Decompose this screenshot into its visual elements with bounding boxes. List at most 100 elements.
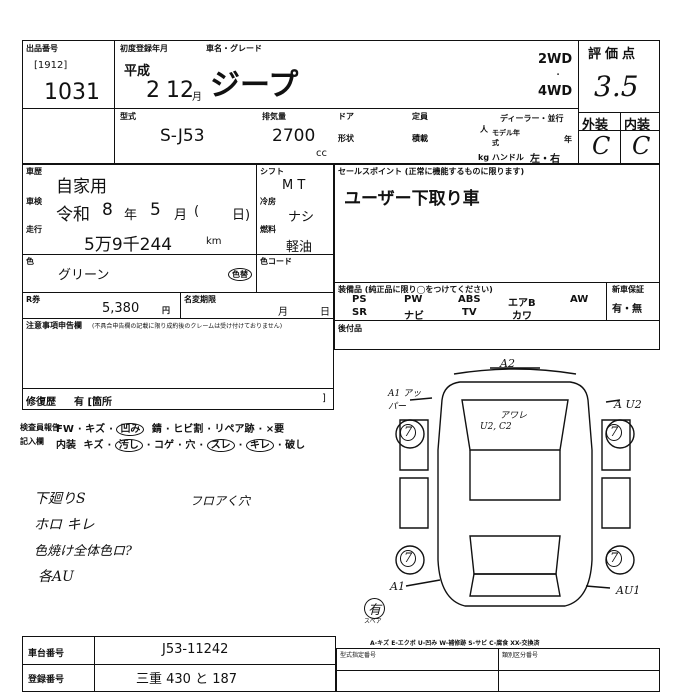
hand-note-1: 下廻りS [34, 491, 86, 507]
recall-label: 名変期限 [184, 295, 216, 304]
lot-number: 1031 [44, 80, 100, 105]
shaken-month: 5 [150, 200, 161, 220]
mileage-value: 5万9千244 [84, 235, 173, 255]
recall-day: 日 [320, 307, 330, 318]
disp-value: 2700 [272, 126, 316, 146]
insp-ext-0: FW [56, 424, 74, 435]
spare-mark: 有 [364, 598, 386, 619]
notes-sub: (不具合申告欄の記載に限り成約後のクレームは受け付けておりません) [92, 323, 283, 330]
class-label: 類別区分番号 [502, 652, 539, 659]
shift-label: シフト [260, 167, 284, 176]
drive-2wd: 2WD [538, 52, 573, 67]
lot-sub: [1912] [34, 60, 68, 71]
hand-note-5: フロアく穴 [190, 494, 251, 508]
insp-int-3: コゲ [154, 440, 175, 451]
shaken-day-open: ( [194, 204, 200, 219]
notes-label: 注意事項申告欄 [26, 321, 82, 330]
name-grade-label: 車名・グレード [206, 44, 262, 53]
int-label: 内装 [624, 118, 651, 133]
shift-value: M T [282, 178, 306, 193]
ext-label: 外装 [582, 118, 609, 133]
insp-ext-1: キズ [85, 424, 106, 435]
equip-label: 装備品 (純正品に限り◯をつけてください) [338, 285, 493, 294]
ext-grade: C [592, 132, 611, 160]
color-change: 色替 [228, 268, 252, 281]
equip-sr: SR [352, 307, 367, 318]
equip-ps: PS [352, 294, 367, 305]
insp-int-4: 穴 [185, 440, 196, 451]
diag-mark-rr: 7 [606, 550, 623, 567]
equip-aw: AW [570, 294, 589, 305]
dealer-label: ディーラー・並行 [500, 114, 564, 123]
shaken-month-char: 月 [174, 208, 188, 223]
recycle-yen: 円 [162, 306, 170, 315]
drive-4wd: 4WD [538, 84, 573, 99]
details-box [22, 164, 334, 410]
equip-navi: ナビ [404, 311, 424, 322]
shaken-era: 令和 [56, 205, 90, 225]
new-warranty-label: 新車保証 [612, 285, 644, 294]
chassis-label: 車台番号 [28, 649, 65, 659]
rear-window [469, 535, 561, 575]
plate-value: 三重 430 と 187 [136, 672, 238, 687]
fuel-value: 軽油 [286, 240, 313, 255]
color-code-label: 色コード [260, 257, 292, 266]
repair-label: 修復歴 [26, 397, 56, 408]
spare-label: スペア [364, 618, 382, 625]
ac-value: ナシ [288, 210, 315, 225]
sales-label: セールスポイント (正常に機能するものに限ります) [338, 167, 525, 176]
shape-label: 形状 [338, 134, 354, 143]
ac-label: 冷房 [260, 197, 276, 206]
diag-mark-fl: 7 [400, 424, 417, 441]
insp-int-1: キズ [83, 440, 104, 451]
recycle-label: R券 [26, 295, 41, 304]
shaken-day-char: 日) [232, 208, 251, 223]
cc-unit: cc [316, 148, 327, 159]
repair-value: 有 [箇所 [74, 397, 113, 408]
equip-airbag: エアB [508, 298, 536, 309]
score-value: 3.5 [594, 70, 639, 103]
car-diagram [395, 367, 635, 607]
insp-int-7: 破し [285, 440, 306, 451]
diag-top-label: A2 [500, 357, 515, 370]
insp-ext-4: ヒビ割 [173, 424, 204, 435]
equip-abs: ABS [458, 294, 481, 305]
car-name: ジープ [210, 68, 299, 103]
insp-int-5: スレ [206, 439, 235, 452]
insp-int-row: 内装 キズ· 汚し· コゲ· 穴· スレ· キレ· 破し [56, 439, 306, 452]
diag-rear-left: A1 [390, 580, 405, 593]
color-label: 色 [26, 257, 34, 266]
right-rear-door [601, 477, 631, 529]
after-label: 後付品 [338, 324, 362, 333]
era: 平成 [124, 64, 151, 79]
left-rear-door [399, 477, 429, 529]
color-value: グリーン [58, 268, 110, 283]
sales-text: ユーザー下取り車 [344, 189, 480, 209]
weight-label: 積載 [412, 134, 428, 143]
first-reg-label: 初度登録年月 [120, 44, 168, 53]
car-body-outline [437, 381, 593, 607]
lot-label: 出品番号 [26, 44, 58, 53]
diag-mark-rl: 7 [400, 550, 417, 567]
wheel-rear-left [395, 545, 425, 575]
mileage-label: 走行 [26, 225, 42, 234]
insp-ext-label: 検査員報告 [20, 423, 60, 432]
recall-month: 月 [278, 307, 288, 318]
hand-note-2: ホロ キレ [34, 517, 95, 533]
hand-note-3: 色焼け全体色ロ? [34, 544, 132, 559]
model-year-label: モデル年式 [492, 129, 520, 147]
person-unit: 人 [480, 125, 488, 134]
header-box [22, 40, 660, 164]
shaken-label: 車検 [26, 197, 42, 206]
int-grade: C [632, 132, 651, 160]
insp-int-0: 内装 [56, 440, 76, 451]
insp-ext-5: リペア跡 [214, 424, 255, 435]
diag-rear-right: AU1 [616, 584, 641, 597]
insp-ext-6: ×要 [265, 424, 285, 435]
wheel-front-left [395, 419, 425, 449]
reg-year: 2 [146, 78, 160, 103]
warranty-value: 有・無 [612, 304, 642, 315]
left-front-door [399, 419, 429, 471]
reg-month: 12 [166, 78, 194, 103]
shaken-year: 8 [102, 200, 113, 220]
